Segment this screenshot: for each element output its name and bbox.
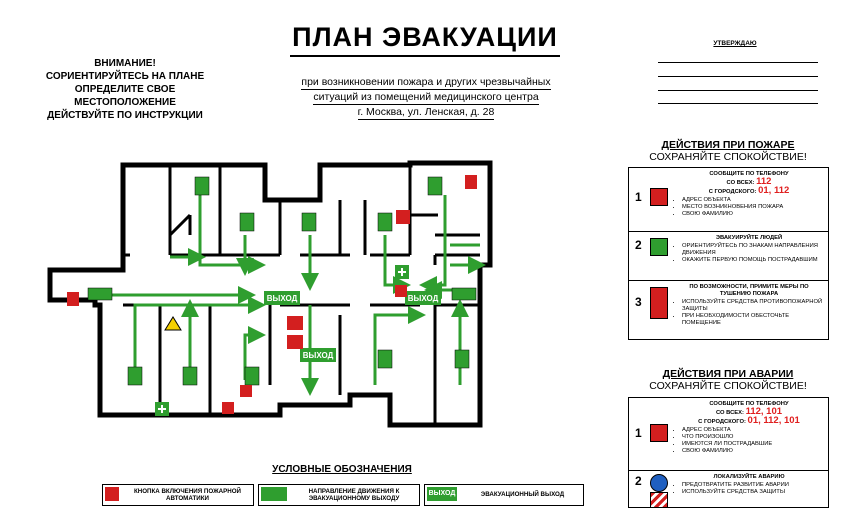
phone-icon	[650, 424, 668, 442]
legend-item: ВЫХОД ЭВАКУАЦИОННЫЙ ВЫХОД	[424, 484, 584, 506]
list-item: ИСПОЛЬЗУЙТЕ СРЕДСТВА ЗАЩИТЫ	[682, 489, 825, 496]
step-number: 2	[635, 474, 642, 488]
accident-subheading: СОХРАНЯЙТЕ СПОКОЙСТВИЕ!	[649, 380, 807, 392]
step-text: СООБЩИТЕ ПО ТЕЛЕФОНУ СО ВСЕХ: 112 С ГОРО…	[673, 171, 825, 218]
exit-label-text: ВЫХОД	[303, 351, 334, 360]
legend: КНОПКА ВКЛЮЧЕНИЯ ПОЖАРНОЙ АВТОМАТИКИ НАП…	[102, 484, 584, 506]
fire-heading-block: ДЕЙСТВИЯ ПРИ ПОЖАРЕ СОХРАНЯЙТЕ СПОКОЙСТВ…	[628, 139, 828, 163]
fire-step: 3 ПО ВОЗМОЖНОСТИ, ПРИМИТЕ МЕРЫ ПО ТУШЕНИ…	[629, 281, 828, 339]
list-item: ПРЕДОТВРАТИТЕ РАЗВИТИЕ АВАРИИ	[682, 482, 825, 489]
list-item: ИСПОЛЬЗУЙТЕ СРЕДСТВА ПРОТИВОПОЖАРНОЙ ЗАЩ…	[682, 299, 825, 313]
legend-title: УСЛОВНЫЕ ОБОЗНАЧЕНИЯ	[272, 464, 412, 475]
exit-label: ВЫХОД	[405, 291, 441, 305]
step-number: 1	[635, 426, 642, 440]
list-item: ОРИЕНТИРУЙТЕСЬ ПО ЗНАКАМ НАПРАВЛЕНИЯ ДВИ…	[682, 243, 825, 257]
approve-label: УТВЕРЖДАЮ	[713, 40, 757, 47]
accident-heading-block: ДЕЙСТВИЯ ПРИ АВАРИИ СОХРАНЯЙТЕ СПОКОЙСТВ…	[628, 368, 828, 392]
list-item: АДРЕС ОБЪЕКТА	[682, 197, 825, 204]
exit-label-text: ВЫХОД	[408, 294, 439, 303]
step-title: СООБЩИТЕ ПО ТЕЛЕФОНУ	[709, 171, 789, 177]
floor-plan: ВЫХОД ВЫХОД ВЫХОД	[47, 160, 495, 428]
signature-line	[658, 90, 818, 91]
fire-heading: ДЕЙСТВИЯ ПРИ ПОЖАРЕ	[661, 139, 795, 151]
legend-text: ЭВАКУАЦИОННЫЙ ВЫХОД	[480, 491, 565, 498]
legend-text: НАПРАВЛЕНИЕ ДВИЖЕНИЯ К ЭВАКУАЦИОННОМУ ВЫ…	[308, 488, 400, 502]
first-aid-icon	[155, 265, 409, 416]
exit-label: ВЫХОД	[264, 291, 300, 305]
hazard-stripes-icon	[650, 492, 668, 507]
exit-sign: ВЫХОД	[427, 487, 457, 501]
fire-equipment	[67, 175, 477, 414]
phone-icon	[650, 188, 668, 206]
from-city-number: 01, 112, 101	[747, 415, 800, 426]
protective-equipment-icon	[650, 474, 668, 492]
from-city-label: С ГОРОДСКОГО:	[698, 419, 746, 425]
warning-line: МЕСТОПОЛОЖЕНИЕ	[74, 97, 176, 108]
subtitle-line: г. Москва, ул. Ленская, д. 28	[357, 106, 495, 120]
warning-line: ВНИМАНИЕ!	[94, 58, 156, 69]
list-item: ИМЕЮТСЯ ЛИ ПОСТРАДАВШИЕ	[682, 441, 825, 448]
warning-line: СОРИЕНТИРУЙТЕСЬ НА ПЛАНЕ	[45, 71, 205, 82]
from-city-label: С ГОРОДСКОГО:	[708, 189, 757, 195]
high-voltage-icon	[164, 316, 182, 331]
step-number: 1	[635, 190, 642, 204]
exit-label: ВЫХОД	[300, 348, 336, 362]
fire-extinguisher-icon	[650, 287, 668, 319]
step-text: СООБЩИТЕ ПО ТЕЛЕФОНУ СО ВСЕХ: 112, 101 С…	[673, 401, 825, 455]
step-text: ЛОКАЛИЗУЙТЕ АВАРИЮ ПРЕДОТВРАТИТЕ РАЗВИТИ…	[673, 474, 825, 496]
title-underline	[290, 55, 560, 57]
step-number: 2	[635, 238, 642, 252]
fire-alarm-button-icon	[105, 487, 119, 501]
warning-line: ОПРЕДЕЛИТЕ СВОЕ	[74, 84, 176, 95]
subtitle-line: ситуаций из помещений медицинского центр…	[313, 91, 539, 105]
warning-block: ВНИМАНИЕ! СОРИЕНТИРУЙТЕСЬ НА ПЛАНЕ ОПРЕД…	[20, 57, 230, 122]
walls	[47, 160, 493, 428]
fire-step: 1 СООБЩИТЕ ПО ТЕЛЕФОНУ СО ВСЕХ: 112 С ГО…	[629, 168, 828, 232]
fire-actions-panel: 1 СООБЩИТЕ ПО ТЕЛЕФОНУ СО ВСЕХ: 112 С ГО…	[628, 167, 829, 340]
legend-item: НАПРАВЛЕНИЕ ДВИЖЕНИЯ К ЭВАКУАЦИОННОМУ ВЫ…	[258, 484, 420, 506]
list-item: СВОЮ ФАМИЛИЮ	[682, 448, 825, 455]
direction-arrow-icon	[261, 487, 287, 501]
step-number: 3	[635, 295, 642, 309]
step-title: ЭВАКУИРУЙТЕ ЛЮДЕЙ	[715, 235, 783, 241]
from-city-number: 01, 112	[758, 185, 790, 196]
step-text: ПО ВОЗМОЖНОСТИ, ПРИМИТЕ МЕРЫ ПО ТУШЕНИЮ …	[673, 284, 825, 327]
warning-line: ДЕЙСТВУЙТЕ ПО ИНСТРУКЦИИ	[47, 110, 203, 121]
step-title: ПО ВОЗМОЖНОСТИ, ПРИМИТЕ МЕРЫ ПО ТУШЕНИЮ …	[689, 284, 809, 297]
signature-line	[658, 62, 818, 63]
list-item: ОКАЖИТЕ ПЕРВУЮ ПОМОЩЬ ПОСТРАДАВШИМ	[682, 257, 825, 264]
step-title: ЛОКАЛИЗУЙТЕ АВАРИЮ	[713, 474, 785, 480]
from-all-label: СО ВСЕХ:	[715, 410, 744, 416]
exit-label-text: ВЫХОД	[267, 294, 298, 303]
from-all-label: СО ВСЕХ:	[726, 180, 755, 186]
step-text: ЭВАКУИРУЙТЕ ЛЮДЕЙ ОРИЕНТИРУЙТЕСЬ ПО ЗНАК…	[673, 235, 825, 264]
signature-line	[658, 103, 818, 104]
list-item: ЧТО ПРОИЗОШЛО	[682, 434, 825, 441]
plan-subtitle: при возникновении пожара и других чрезвы…	[276, 75, 576, 120]
from-all-number: 112, 101	[745, 406, 783, 417]
accident-actions-panel: 1 СООБЩИТЕ ПО ТЕЛЕФОНУ СО ВСЕХ: 112, 101…	[628, 397, 829, 508]
legend-text: КНОПКА ВКЛЮЧЕНИЯ ПОЖАРНОЙ АВТОМАТИКИ	[133, 488, 241, 502]
accident-step: 2 ЛОКАЛИЗУЙТЕ АВАРИЮ ПРЕДОТВРАТИТЕ РАЗВИ…	[629, 471, 828, 507]
list-item: СВОЮ ФАМИЛИЮ	[682, 211, 825, 218]
legend-item: КНОПКА ВКЛЮЧЕНИЯ ПОЖАРНОЙ АВТОМАТИКИ	[102, 484, 254, 506]
step-title: СООБЩИТЕ ПО ТЕЛЕФОНУ	[709, 401, 789, 407]
list-item: МЕСТО ВОЗНИКНОВЕНИЯ ПОЖАРА	[682, 204, 825, 211]
evacuate-icon	[650, 238, 668, 256]
fire-subheading: СОХРАНЯЙТЕ СПОКОЙСТВИЕ!	[649, 151, 807, 163]
list-item: АДРЕС ОБЪЕКТА	[682, 427, 825, 434]
signature-line	[658, 76, 818, 77]
direction-signs	[87, 176, 477, 386]
accident-step: 1 СООБЩИТЕ ПО ТЕЛЕФОНУ СО ВСЕХ: 112, 101…	[629, 398, 828, 471]
from-all-number: 112	[756, 176, 772, 187]
list-item: ПРИ НЕОБХОДИМОСТИ ОБЕСТОЧЬТЕ ПОМЕЩЕНИЕ	[682, 313, 825, 327]
plan-title: ПЛАН ЭВАКУАЦИИ	[292, 22, 558, 52]
subtitle-line: при возникновении пожара и других чрезвы…	[301, 76, 551, 90]
fire-step: 2 ЭВАКУИРУЙТЕ ЛЮДЕЙ ОРИЕНТИРУЙТЕСЬ ПО ЗН…	[629, 232, 828, 281]
accident-heading: ДЕЙСТВИЯ ПРИ АВАРИИ	[662, 368, 794, 380]
